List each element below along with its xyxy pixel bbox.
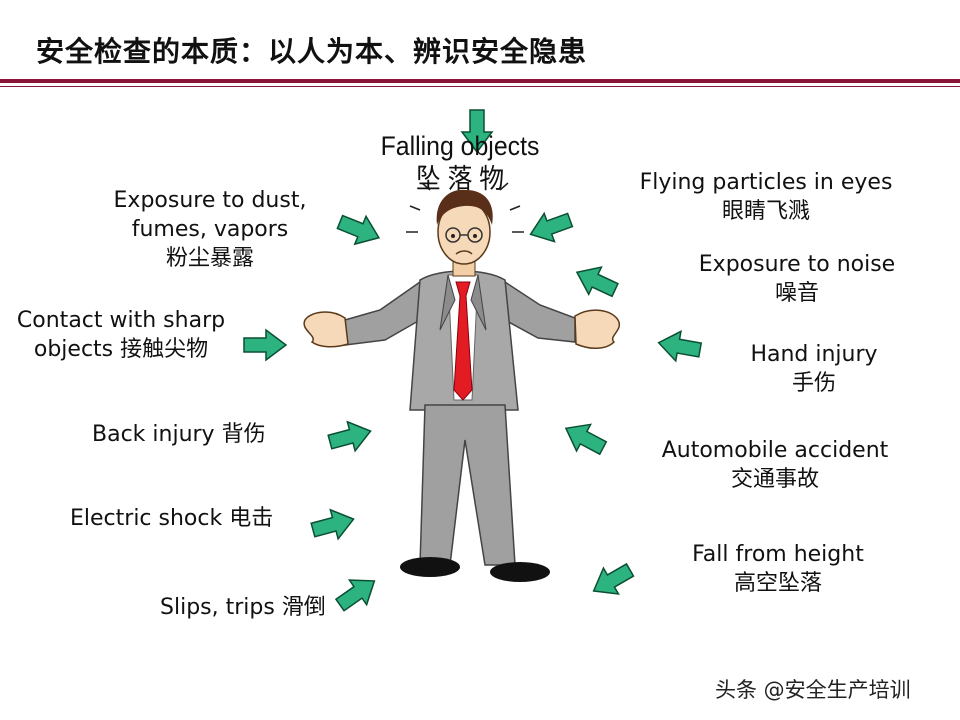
- label-fall-from-height: Fall from height 高空坠落: [684, 540, 872, 598]
- sharp-en-line1: Contact with sharp: [16, 308, 226, 333]
- arrow-fall-icon: [585, 556, 639, 605]
- arrow-slips-icon: [330, 567, 384, 619]
- label-flying-particles: Flying particles in eyes 眼睛飞溅: [635, 168, 897, 226]
- title-rule-thin: [0, 86, 960, 87]
- label-hand-injury: Hand injury 手伤: [740, 340, 888, 398]
- arrow-auto-icon: [558, 414, 611, 462]
- hand-zh: 手伤: [791, 371, 836, 396]
- label-back-injury: Back injury 背伤: [92, 422, 266, 447]
- label-noise: Exposure to noise 噪音: [693, 250, 901, 308]
- arrow-noise-icon: [569, 257, 623, 305]
- arrow-back-icon: [325, 415, 376, 458]
- label-falling-objects: Falling objects 坠 落 物: [368, 130, 552, 196]
- arrow-hand-icon: [655, 327, 704, 366]
- stress-lines-icon: [406, 182, 524, 233]
- arrow-dust-icon: [333, 207, 386, 253]
- label-dust: Exposure to dust, fumes, vapors 粉尘暴露: [110, 186, 310, 273]
- page-title: 安全检查的本质：以人为本、辨识安全隐患: [36, 35, 588, 68]
- falling-objects-en: Falling objects: [380, 131, 540, 161]
- auto-en: Automobile accident: [661, 438, 889, 463]
- label-electric-shock: Electric shock 电击: [70, 506, 274, 531]
- flying-zh: 眼睛飞溅: [721, 199, 810, 224]
- flying-en: Flying particles in eyes: [639, 170, 893, 195]
- auto-zh: 交通事故: [730, 467, 819, 492]
- hand-en: Hand injury: [750, 342, 878, 367]
- label-automobile-accident: Automobile accident 交通事故: [652, 436, 898, 494]
- label-slips-trips: Slips, trips 滑倒: [160, 595, 326, 620]
- dust-en-line1: Exposure to dust,: [113, 188, 307, 213]
- noise-zh: 噪音: [774, 281, 819, 306]
- dust-zh: 粉尘暴露: [165, 246, 254, 271]
- noise-en: Exposure to noise: [698, 252, 896, 277]
- sharp-en-line2: objects 接触尖物: [33, 337, 209, 362]
- arrow-flying-icon: [524, 205, 576, 250]
- falling-objects-zh: 坠 落 物: [415, 164, 505, 194]
- label-sharp-objects: Contact with sharp objects 接触尖物: [10, 306, 232, 364]
- watermark: 头条 @安全生产培训: [715, 678, 911, 702]
- arrow-sharp-icon: [243, 329, 287, 361]
- arrow-electric-icon: [308, 503, 359, 546]
- dust-en-line2: fumes, vapors: [131, 217, 289, 242]
- title-rule-thick: [0, 79, 960, 83]
- fall-en: Fall from height: [692, 542, 864, 567]
- fall-zh: 高空坠落: [733, 571, 822, 596]
